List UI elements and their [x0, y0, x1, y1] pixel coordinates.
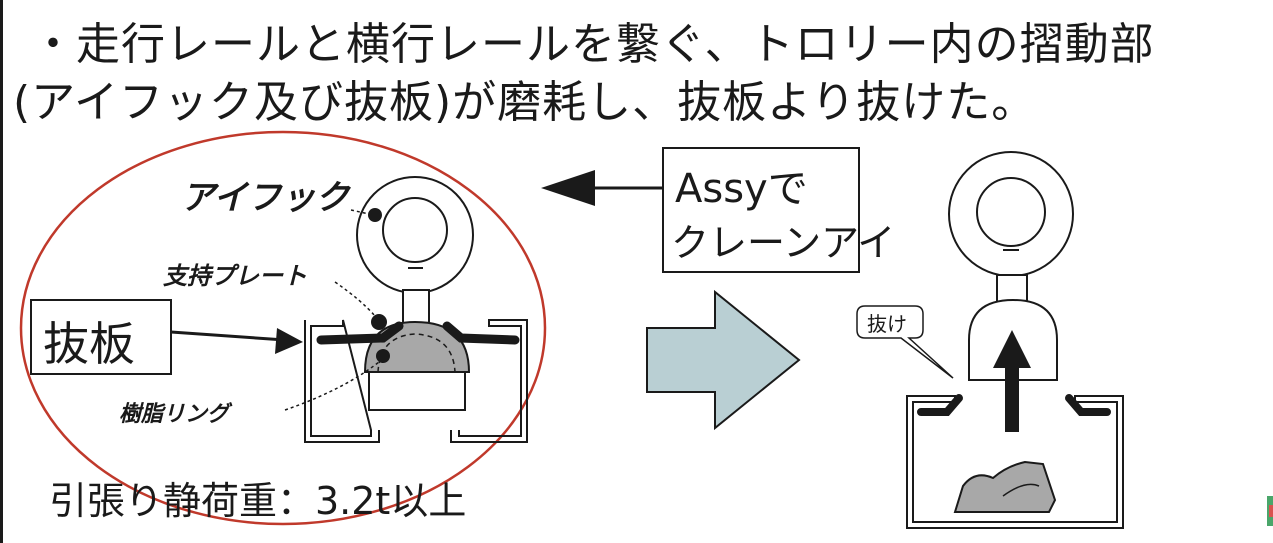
right-assembly: [856, 151, 1124, 529]
support-plate-label: 支持プレート: [163, 262, 307, 290]
right-plate-left: [917, 394, 963, 416]
assy-label-box: [662, 147, 860, 273]
corner-mark-red: [1269, 505, 1273, 517]
left-assembly: [284, 176, 528, 443]
lower-block: [368, 371, 466, 411]
assy-label-line2: クレーンアイ: [671, 221, 896, 265]
resin-ring-label: 樹脂リング: [119, 402, 230, 427]
pulled-out-callout: [856, 305, 954, 379]
right-eye-outer: [948, 151, 1074, 277]
plate-label: 抜板: [43, 317, 135, 371]
eye-hook-dot: [368, 208, 382, 222]
pulled-out-label: 抜け: [867, 312, 907, 336]
eye-hook-outer: [356, 176, 474, 294]
plate-left: [316, 321, 404, 345]
eye-hook-label: アイフック: [181, 178, 350, 218]
plate-arrow: [170, 328, 303, 354]
tensile-load-label: 引張り静荷重：3.2t以上: [49, 479, 467, 523]
right-eye-inner: [976, 177, 1046, 247]
title-line-1: ・走行レールと横行レールを繋ぐ、トロリー内の摺動部: [31, 19, 1155, 70]
plate-label-box: [30, 299, 172, 375]
resin-ring-debris: [953, 460, 1057, 513]
pull-out-arrow: [993, 330, 1031, 432]
resin-ring-dot: [376, 349, 390, 363]
right-plate-right: [1065, 394, 1111, 416]
assy-label-line1: Assyで: [675, 166, 808, 212]
support-plate-dot: [371, 314, 387, 330]
title-line-2: (アイフック及び抜板)が磨耗し、抜板より抜けた。: [13, 77, 1037, 128]
trolley-diagram: [19, 130, 1124, 529]
eye-hook-inner: [382, 197, 448, 263]
assy-arrow: [541, 170, 663, 206]
transition-arrow: [646, 289, 801, 431]
highlight-ellipse: [19, 130, 547, 526]
plate-right: [442, 321, 520, 345]
trolley-channel: [304, 319, 528, 443]
